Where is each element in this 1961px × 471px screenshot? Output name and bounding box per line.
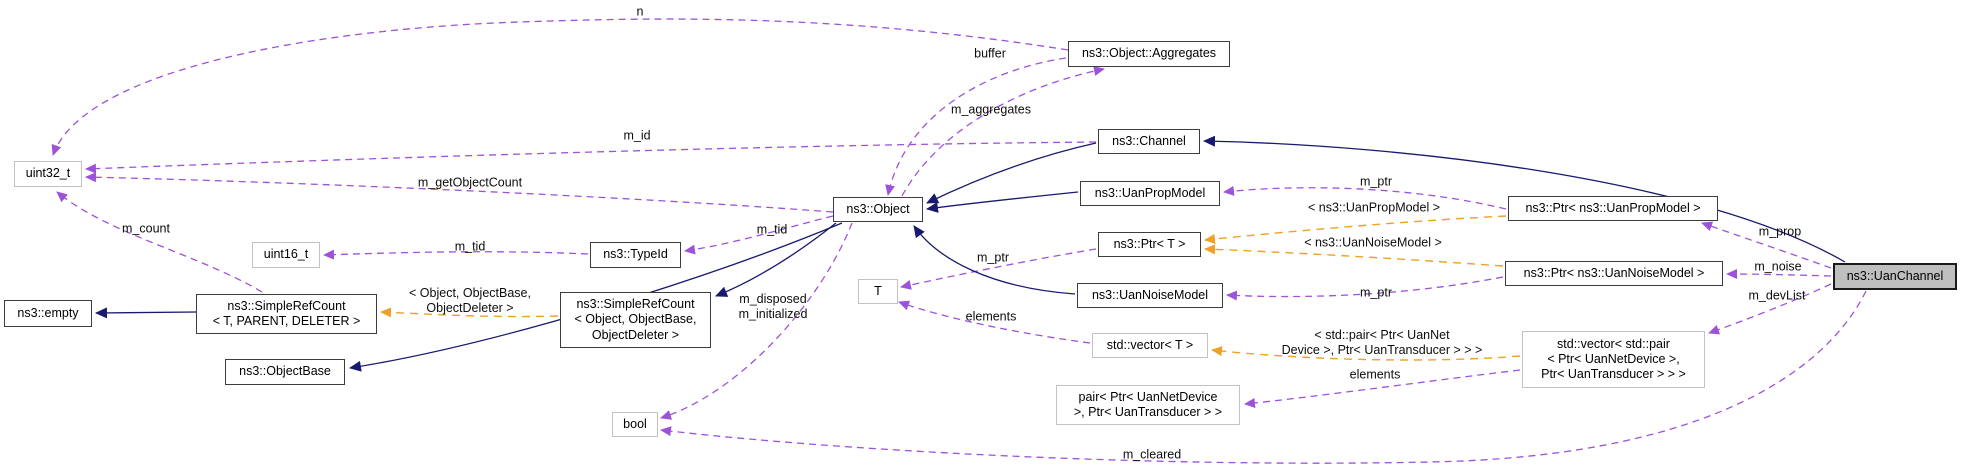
- node-ns3-uannoisemodel[interactable]: ns3::UanNoiseModel: [1077, 283, 1223, 308]
- node-simplerefcount-object[interactable]: ns3::SimpleRefCount < Object, ObjectBase…: [560, 292, 711, 348]
- node-std-vector-pair[interactable]: std::vector< std::pair < Ptr< UanNetDevi…: [1522, 331, 1705, 388]
- node-ns3-objectbase[interactable]: ns3::ObjectBase: [225, 359, 345, 385]
- edge-uanchannel-channel: [1203, 135, 1846, 263]
- node-std-vector-t[interactable]: std::vector< T >: [1092, 333, 1208, 358]
- edge-m-ptr-noise: [1226, 276, 1504, 301]
- edge-m-ptr-prop: [1223, 185, 1507, 210]
- edge-m-prop: [1701, 221, 1832, 269]
- edge-m-count: [56, 191, 263, 293]
- edge-channel-object: [926, 142, 1097, 204]
- node-ns3-uanchannel[interactable]: ns3::UanChannel: [1833, 263, 1957, 290]
- edge-tmpl-prop: [1204, 215, 1507, 244]
- node-uint32-t[interactable]: uint32_t: [14, 161, 82, 187]
- edge-m-tid-typeid: [323, 249, 589, 260]
- node-ns3-object-aggregates[interactable]: ns3::Object::Aggregates: [1068, 41, 1230, 67]
- node-ns3-ptr-uanpropmodel[interactable]: ns3::Ptr< ns3::UanPropModel >: [1508, 196, 1718, 221]
- edge-buffer: [885, 57, 1067, 196]
- edge-m-disposed: [660, 222, 853, 420]
- node-ns3-typeid[interactable]: ns3::TypeId: [590, 242, 681, 268]
- edge-m-aggregates: [901, 66, 1105, 197]
- node-simplerefcount-generic[interactable]: ns3::SimpleRefCount < T, PARENT, DELETER…: [196, 294, 377, 334]
- node-t-param[interactable]: T: [858, 279, 898, 304]
- node-ns3-empty[interactable]: ns3::empty: [4, 300, 92, 327]
- edge-m-getobjectcount: [85, 172, 834, 213]
- edge-uannoise-object: [913, 225, 1076, 295]
- edge-tmpl-src: [380, 307, 559, 318]
- node-pair-netdevice-transducer[interactable]: pair< Ptr< UanNetDevice >, Ptr< UanTrans…: [1056, 385, 1240, 425]
- edge-tmpl-noise: [1204, 244, 1504, 267]
- node-bool[interactable]: bool: [612, 412, 658, 437]
- edge-tmpl-vector: [1211, 346, 1521, 361]
- edge-uanprop-object: [926, 191, 1079, 213]
- edge-m-noise: [1726, 269, 1832, 280]
- edge-src-empty: [95, 307, 197, 319]
- node-ns3-channel[interactable]: ns3::Channel: [1098, 129, 1200, 154]
- edge-m-cleared: [660, 290, 1867, 464]
- node-uint16-t[interactable]: uint16_t: [252, 242, 320, 268]
- node-ns3-ptr-t[interactable]: ns3::Ptr< T >: [1098, 232, 1201, 257]
- edge-elements-pair: [1244, 369, 1521, 408]
- edge-n: [51, 18, 1069, 156]
- edge-m-id: [85, 141, 1097, 174]
- node-ns3-ptr-uannoisemodel[interactable]: ns3::Ptr< ns3::UanNoiseModel >: [1505, 261, 1723, 286]
- edge-m-tid-object: [684, 215, 834, 255]
- edge-m-devlist: [1708, 283, 1832, 335]
- node-ns3-uanpropmodel[interactable]: ns3::UanPropModel: [1080, 181, 1220, 206]
- edge-m-ptr-t: [900, 248, 1097, 290]
- node-ns3-object[interactable]: ns3::Object: [833, 197, 923, 222]
- edge-elements-t: [898, 300, 1091, 344]
- edge-object-src: [715, 222, 837, 297]
